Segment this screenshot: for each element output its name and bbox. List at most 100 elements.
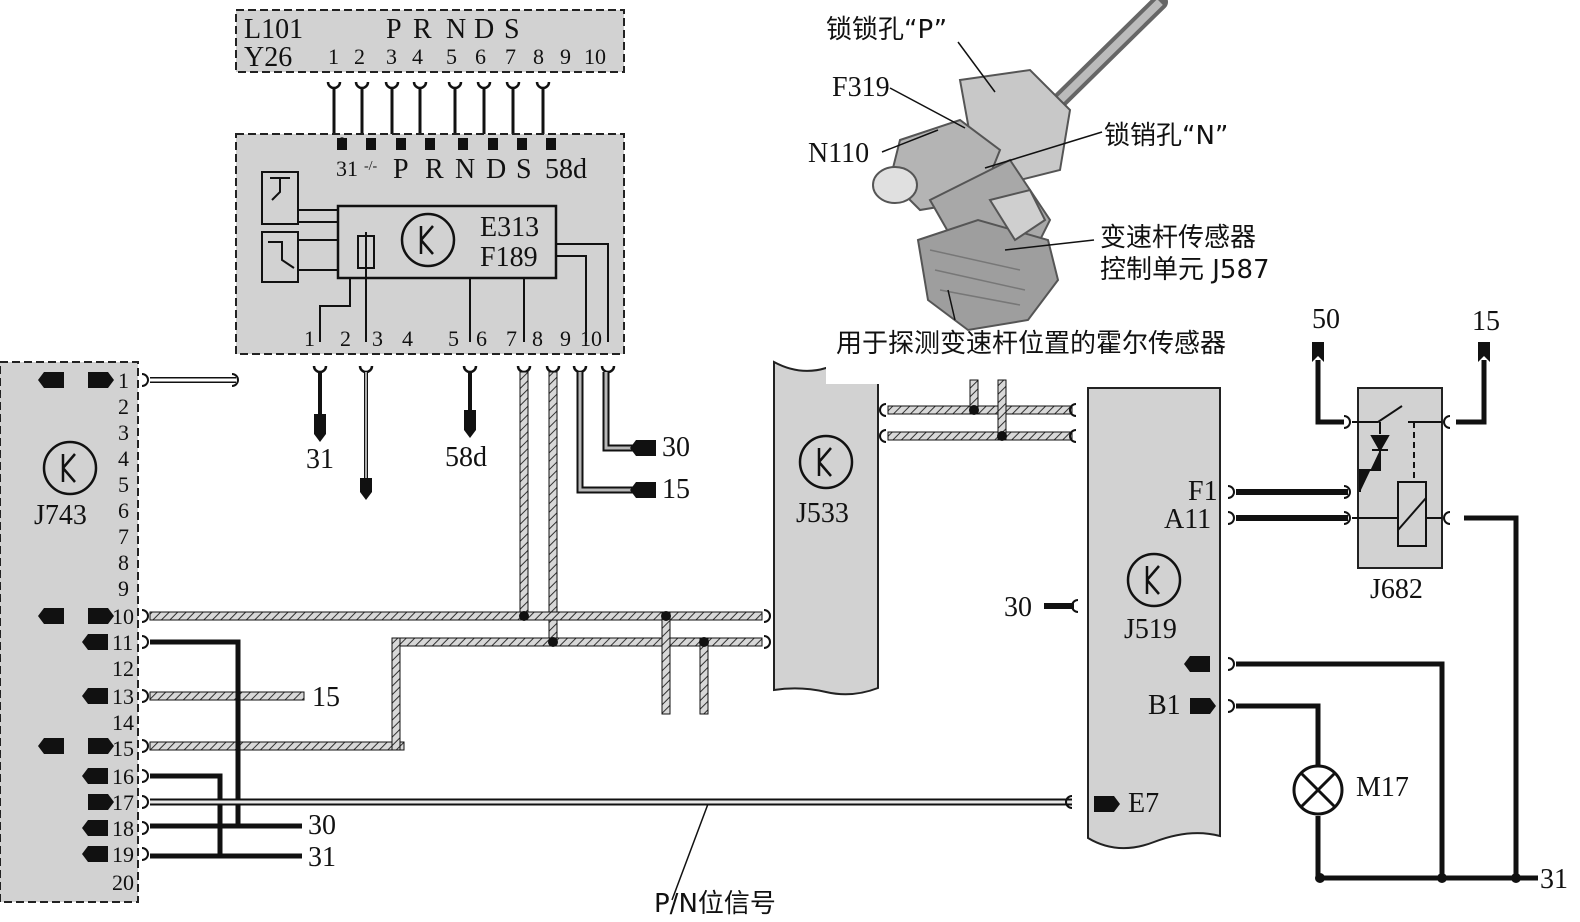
module-pin-5: 5 — [448, 326, 459, 351]
module-j533: J533 — [773, 360, 882, 696]
module-pin-9: 9 — [560, 326, 571, 351]
module-pin-7: 7 — [506, 326, 517, 351]
module-pin-8: 8 — [532, 326, 543, 351]
module-j519: J519 F1 A11 B1 E7 — [1087, 387, 1221, 850]
connector-code-l101: L101 — [244, 14, 303, 45]
led-label-d: D — [486, 154, 506, 185]
selector-module-e313: 31 -/- P R N D S 58d E313 F189 1 2 3 4 5… — [235, 133, 625, 355]
module-name-f189: F189 — [480, 242, 538, 273]
j743-pin-10: 10 — [112, 604, 134, 629]
j743-terminal-31: 31 — [308, 842, 336, 873]
led-label-31: 31 — [336, 156, 358, 181]
led-label-p: P — [393, 154, 409, 185]
label-f319: F319 — [832, 72, 890, 103]
j743-pin-19: 19 — [112, 842, 134, 867]
connector-pin-5: 5 — [446, 44, 457, 69]
j743-pin-5: 5 — [118, 472, 129, 497]
led-markers — [337, 137, 556, 150]
label-hall-sensor: 用于探测变速杆位置的霍尔传感器 — [836, 329, 1226, 359]
connector-pin-3: 3 — [386, 44, 397, 69]
terminal-31-top: 31 — [306, 444, 334, 475]
connector-letter-s: S — [504, 14, 520, 45]
module-pin-4: 4 — [402, 326, 413, 351]
j519-terminal-30: 30 — [1004, 592, 1032, 623]
j743-pin-13: 13 — [112, 684, 134, 709]
connector-pin-6: 6 — [475, 44, 486, 69]
led-label-s: S — [516, 154, 532, 185]
j743-terminal-30: 30 — [308, 810, 336, 841]
j743-pin-14: 14 — [112, 710, 134, 735]
led-label-58d: 58d — [545, 154, 587, 185]
module-pin-1: 1 — [304, 326, 315, 351]
j519-right-wiring — [1227, 485, 1538, 881]
connector-pin-1: 1 — [328, 44, 339, 69]
connector-pin-7: 7 — [505, 44, 516, 69]
module-j743: J743 1 2 3 4 5 6 7 8 9 10 11 12 13 14 15… — [0, 361, 139, 903]
j743-pin-16: 16 — [112, 764, 134, 789]
j682-terminal-50: 50 — [1312, 304, 1340, 335]
j743-pin-17: 17 — [112, 790, 134, 815]
j519-pin-f1: F1 — [1188, 476, 1218, 507]
j743-pin-15: 15 — [112, 736, 134, 761]
j743-terminal-15: 15 — [312, 682, 340, 713]
relay-j682: J682 — [1343, 387, 1451, 605]
label-lock-n: 锁销孔“N” — [1104, 121, 1228, 151]
connector-pin-10: 10 — [584, 44, 606, 69]
connector-pin-9: 9 — [560, 44, 571, 69]
module-pin-2: 2 — [340, 326, 351, 351]
module-name-e313: E313 — [480, 212, 539, 243]
led-label-off: -/- — [364, 159, 378, 174]
module-pin-3: 3 — [372, 326, 383, 351]
lamp-m17: M17 — [1292, 764, 1409, 816]
j533-j519-bus — [879, 379, 1077, 443]
j743-wiring — [141, 373, 1073, 901]
j743-pin-9: 9 — [118, 576, 129, 601]
led-label-n: N — [455, 154, 475, 185]
transistor-symbol — [400, 212, 456, 268]
terminal-30-module: 30 — [662, 432, 690, 463]
m17-name: M17 — [1356, 772, 1409, 803]
connector-pin-4: 4 — [412, 44, 423, 69]
j743-pin-1: 1 — [118, 368, 129, 393]
connector-letter-r: R — [413, 14, 432, 45]
led-label-r: R — [425, 154, 444, 185]
j682-name: J682 — [1370, 574, 1423, 605]
j519-name: J519 — [1124, 614, 1177, 645]
connector-pin-2: 2 — [354, 44, 365, 69]
pn-signal-label: P/N位信号 — [654, 889, 776, 919]
connector-l101-y26: L101 Y26 P R N D S 1 2 3 4 5 6 7 8 9 10 — [235, 9, 625, 73]
j533-name: J533 — [796, 498, 849, 529]
j743-pin-7: 7 — [118, 524, 129, 549]
j743-name: J743 — [34, 500, 87, 531]
ground-31: 31 — [1540, 864, 1568, 895]
j743-pin-4: 4 — [118, 446, 129, 471]
j743-pin-20: 20 — [112, 870, 134, 895]
connector-letter-p: P — [386, 14, 402, 45]
j682-terminal-15: 15 — [1472, 306, 1500, 337]
module-bottom-wires — [312, 365, 656, 645]
label-sensor-unit-2: 控制单元 J587 — [1100, 255, 1270, 285]
connector-code-y26: Y26 — [244, 42, 292, 73]
j519-pin-a11: A11 — [1164, 504, 1211, 535]
label-sensor-unit-1: 变速杆传感器 — [1100, 223, 1256, 253]
j743-pin-18: 18 — [112, 816, 134, 841]
j519-pin-b1: B1 — [1148, 690, 1181, 721]
j743-pin-2: 2 — [118, 394, 129, 419]
j743-pin-11: 11 — [112, 630, 133, 655]
module-pin-10: 10 — [580, 326, 602, 351]
terminal-15-module: 15 — [662, 474, 690, 505]
module-pin-6: 6 — [476, 326, 487, 351]
j682-power-wires — [1312, 342, 1490, 425]
connector-module-wires — [326, 81, 551, 136]
gear-lever-assembly-image — [872, 0, 1168, 332]
j519-pin-e7: E7 — [1128, 788, 1159, 819]
label-n110: N110 — [808, 138, 869, 169]
j743-pin-3: 3 — [118, 420, 129, 445]
connector-letter-n: N — [446, 14, 466, 45]
j743-pin-6: 6 — [118, 498, 129, 523]
connector-pin-8: 8 — [533, 44, 544, 69]
terminal-58d: 58d — [445, 442, 487, 473]
label-lock-p: 锁锁孔“P” — [826, 15, 947, 45]
j743-pin-8: 8 — [118, 550, 129, 575]
j743-pin-12: 12 — [112, 656, 134, 681]
